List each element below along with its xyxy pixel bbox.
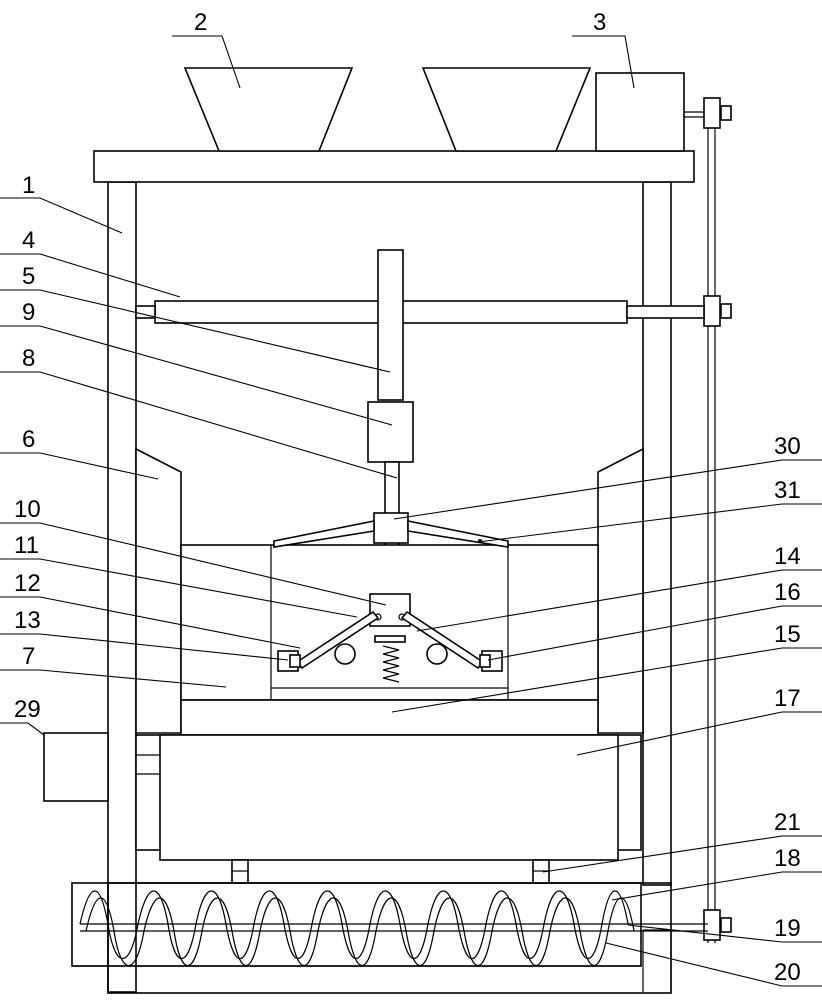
label-19: 19 <box>774 915 801 942</box>
belt-drive <box>684 97 732 943</box>
label-20: 20 <box>774 959 801 986</box>
pulley-middle <box>703 295 732 327</box>
label-16: 16 <box>774 579 801 606</box>
vertical-rod <box>377 249 404 401</box>
label-4: 4 <box>22 227 35 254</box>
lower-linkage <box>277 593 503 683</box>
label-8: 8 <box>22 345 35 372</box>
label-14: 14 <box>774 543 801 570</box>
label-11: 11 <box>14 532 39 559</box>
leader-lines <box>0 35 822 987</box>
label-3: 3 <box>593 9 606 36</box>
label-12: 12 <box>14 570 41 597</box>
label-17: 17 <box>774 685 801 712</box>
top-plate <box>93 150 695 183</box>
label-18: 18 <box>774 845 801 872</box>
side-motor <box>43 732 109 802</box>
feed-hoppers <box>183 67 592 152</box>
label-5: 5 <box>22 263 35 290</box>
screw-conveyor <box>71 882 708 967</box>
label-21: 21 <box>774 809 801 836</box>
upper-linkage <box>273 512 509 548</box>
label-6: 6 <box>22 426 35 453</box>
label-7: 7 <box>22 643 35 670</box>
side-guides <box>135 447 644 734</box>
label-2: 2 <box>194 9 207 36</box>
label-29: 29 <box>14 696 41 723</box>
part-labels: 2 3 1 4 5 9 8 6 10 11 12 13 7 29 30 31 1… <box>14 9 801 986</box>
label-9: 9 <box>22 299 35 326</box>
bearings <box>231 859 550 884</box>
pulley-bottom <box>703 909 732 941</box>
label-15: 15 <box>774 621 801 648</box>
frame <box>107 181 672 994</box>
horizontal-shaft <box>135 300 705 324</box>
sleeve <box>367 401 414 463</box>
label-1: 1 <box>22 172 35 199</box>
lower-box <box>135 734 642 861</box>
motor-box <box>595 72 685 152</box>
label-30: 30 <box>774 433 801 460</box>
label-13: 13 <box>14 607 41 634</box>
label-31: 31 <box>774 477 801 504</box>
label-10: 10 <box>14 496 41 523</box>
pulley-top <box>703 97 732 129</box>
